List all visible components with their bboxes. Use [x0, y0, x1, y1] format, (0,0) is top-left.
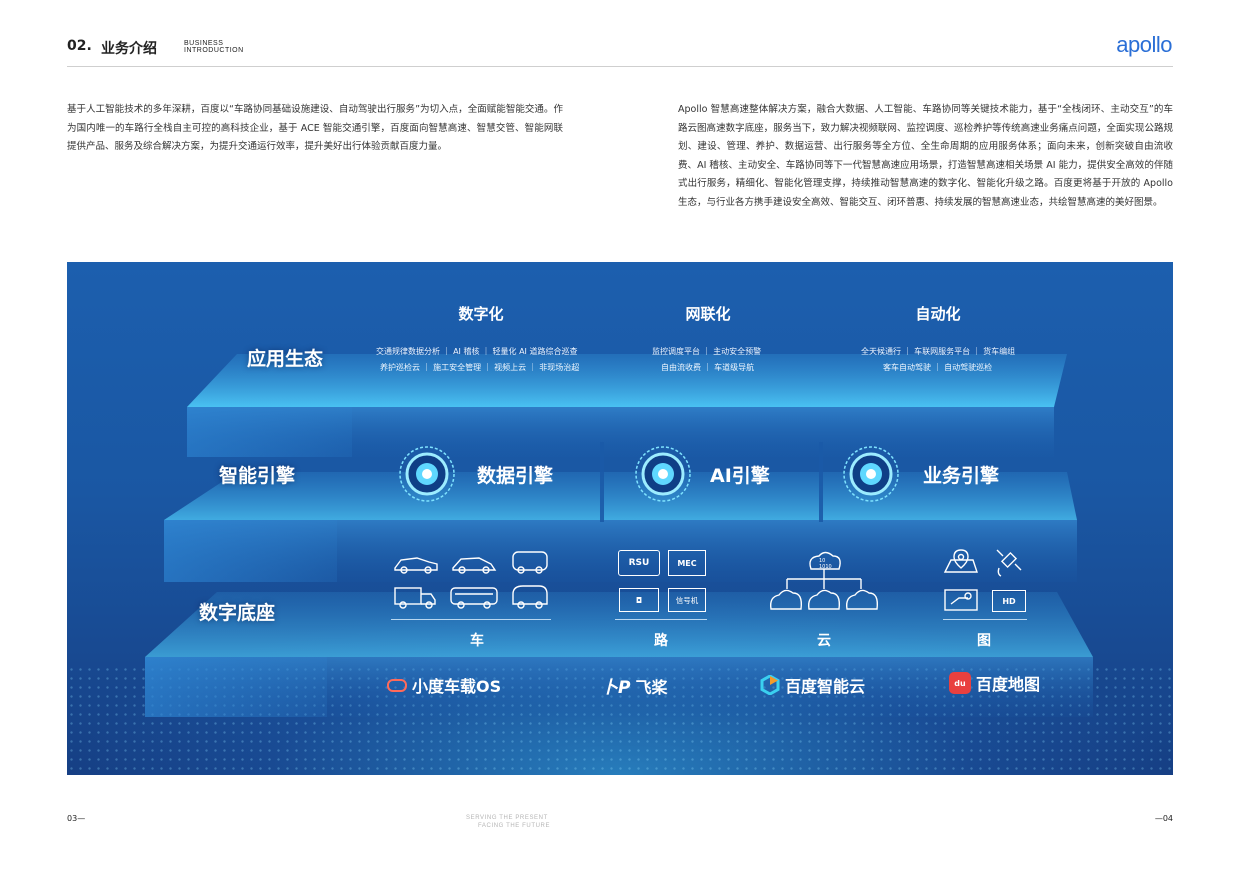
engine-layer-top: [164, 472, 1077, 520]
signal-machine-icon: 信号机: [668, 588, 706, 612]
vehicle-icons: [394, 551, 548, 609]
engine-business: 业务引擎: [923, 465, 1000, 487]
base-label-map: 图: [977, 633, 991, 649]
brand-baidu-map-text: 百度地图: [976, 675, 1041, 694]
header-divider: [67, 66, 1173, 67]
page-number-right: —04: [1154, 814, 1173, 823]
app-items-digital-line2: 养护巡检云 ｜ 施工安全管理 ｜ 视频上云 ｜ 非现场治超: [380, 363, 580, 372]
app-layer-front: [187, 407, 1054, 457]
section-title-en-line1: BUSINESS: [184, 40, 224, 47]
footer-slogan-line2: FACING THE FUTURE: [478, 823, 551, 829]
binary-line-1: 10: [819, 558, 826, 564]
page-number-right-text: 04: [1162, 814, 1173, 823]
section-title: 业务介绍: [101, 41, 157, 57]
engine-separator-1: [600, 442, 604, 522]
road-underline: [615, 619, 707, 620]
base-label-cloud: 云: [817, 633, 831, 649]
cloud-network-icon: [769, 551, 879, 610]
bus-icon: [450, 587, 498, 609]
cloud-binary-label: 10 1010: [819, 558, 832, 570]
data-engine-icon: [399, 446, 455, 502]
cloud-mid-icon: [807, 589, 841, 610]
minibus-icon: [512, 551, 548, 574]
business-engine-icon: [843, 446, 899, 502]
app-items-automated-line2: 客车自动驾驶 ｜ 自动驾驶巡检: [883, 363, 993, 372]
app-items-connected-line1: 监控调度平台 ｜ 主动安全预警: [652, 347, 762, 356]
brand-baidu-map: du 百度地图: [949, 671, 1040, 695]
base-layer-front: [145, 657, 1093, 717]
location-pin-icon: [943, 549, 978, 573]
mec-icon: MEC: [668, 550, 706, 576]
intro-right-paragraph: Apollo 智慧高速整体解决方案，融合大数据、人工智能、车路协同等关键技术能力…: [678, 104, 1173, 208]
brand-paddle: 卜P 飞桨: [601, 673, 668, 699]
gps-map-icon: [944, 589, 978, 611]
baidu-cloud-logo-icon: [760, 675, 780, 695]
cloud-right-icon: [845, 589, 879, 610]
section-number: 02.: [67, 38, 92, 54]
ai-engine-icon: [635, 446, 691, 502]
app-items-automated-line1: 全天候通行 ｜ 车联网服务平台 ｜ 货车编组: [861, 347, 1016, 356]
base-layer-left: [145, 657, 327, 717]
shuttle-icon: [512, 585, 548, 609]
app-layer-left: [187, 407, 352, 457]
base-layer-top: [145, 592, 1093, 657]
apollo-logo: apollo: [1116, 32, 1172, 57]
base-label-road: 路: [654, 633, 668, 649]
column-title-digital: 数字化: [458, 305, 504, 323]
page-number-left-text: 03: [67, 814, 78, 823]
engine-separator-2: [819, 442, 823, 522]
binary-line-2: 1010: [819, 564, 832, 570]
layer-label-base: 数字底座: [199, 602, 276, 624]
architecture-diagram: 应用生态 智能引擎 数字底座 数字化 网联化 自动化 交通规律数据分析 ｜ AI…: [67, 262, 1173, 775]
map-icons: [943, 549, 1022, 611]
brand-baidu-cloud-text: 百度智能云: [785, 677, 866, 696]
engine-data: 数据引擎: [477, 465, 554, 487]
baidu-map-logo-icon: du: [949, 672, 971, 694]
dueros-logo-icon: [387, 678, 407, 692]
column-title-automated: 自动化: [915, 305, 961, 323]
page-number-left: 03—: [67, 814, 86, 823]
layer-slabs: [145, 354, 1093, 717]
brand-baidu-cloud: 百度智能云: [760, 673, 865, 697]
brand-dueros-text: 小度车载OS: [412, 677, 502, 696]
footer-slogan-line1: SERVING THE PRESENT: [466, 815, 548, 821]
footer-slogan: SERVING THE PRESENT FACING THE FUTURE: [466, 814, 550, 830]
sedan-icon: [394, 557, 438, 574]
hd-map-icon: HD: [992, 590, 1026, 612]
rsu-icon: RSU: [618, 550, 660, 576]
app-layer-top: [187, 354, 1067, 407]
cloud-left-icon: [769, 589, 803, 610]
engine-layer-left: [164, 520, 337, 582]
app-items-connected-line2: 自由流收费 ｜ 车道级导航: [661, 363, 755, 372]
layer-label-app: 应用生态: [247, 348, 324, 370]
section-title-en-line2: INTRODUCTION: [184, 47, 244, 54]
brand-dueros-auto: 小度车载OS: [387, 673, 501, 697]
map-underline: [943, 619, 1027, 620]
engine-ai: AI引擎: [710, 465, 770, 487]
base-label-vehicle: 车: [470, 633, 484, 649]
column-title-connected: 网联化: [685, 305, 731, 323]
paddle-logo-icon: 卜P: [601, 678, 631, 698]
brand-paddle-text: 飞桨: [635, 677, 668, 697]
camera-icon: ◘: [619, 588, 659, 612]
app-items-digital-line1: 交通规律数据分析 ｜ AI 稽核 ｜ 轻量化 AI 道路综合巡查: [376, 347, 578, 356]
cloud-top-icon: [809, 551, 841, 570]
vehicle-underline: [391, 619, 551, 620]
truck-icon: [394, 587, 436, 609]
layer-label-engine: 智能引擎: [219, 465, 296, 487]
hatchback-icon: [452, 557, 497, 574]
intro-left-paragraph: 基于人工智能技术的多年深耕，百度以“车路协同基础设施建设、自动驾驶出行服务”为切…: [67, 104, 563, 153]
section-title-en: BUSINESS INTRODUCTION: [184, 40, 244, 54]
satellite-icon: [996, 549, 1022, 577]
